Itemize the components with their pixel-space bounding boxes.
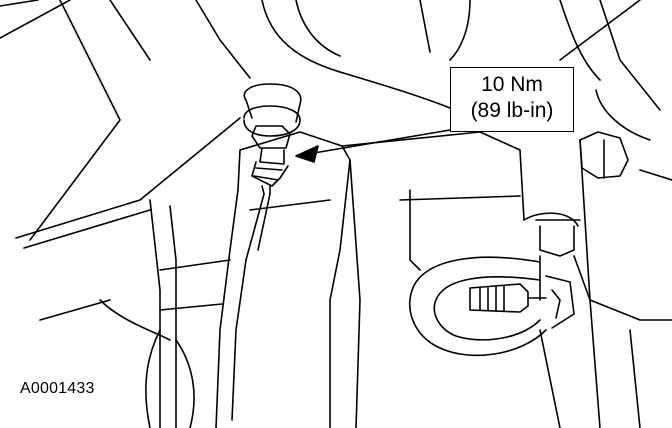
figure-id: A0001433 xyxy=(20,380,95,397)
hose-loop xyxy=(408,256,575,357)
left-frame xyxy=(39,199,231,428)
torque-callout: 10 Nm (89 lb-in) xyxy=(450,67,574,132)
torque-imperial: (89 lb-in) xyxy=(470,99,554,122)
lower-sensor xyxy=(469,283,547,313)
right-bracket xyxy=(399,131,672,428)
torque-leader-arrow xyxy=(295,129,451,163)
torque-metric: 10 Nm xyxy=(481,73,543,96)
bracket-plate xyxy=(215,131,521,428)
switch-cable xyxy=(231,193,271,421)
pressure-switch xyxy=(243,83,302,195)
background-structure xyxy=(0,0,672,249)
